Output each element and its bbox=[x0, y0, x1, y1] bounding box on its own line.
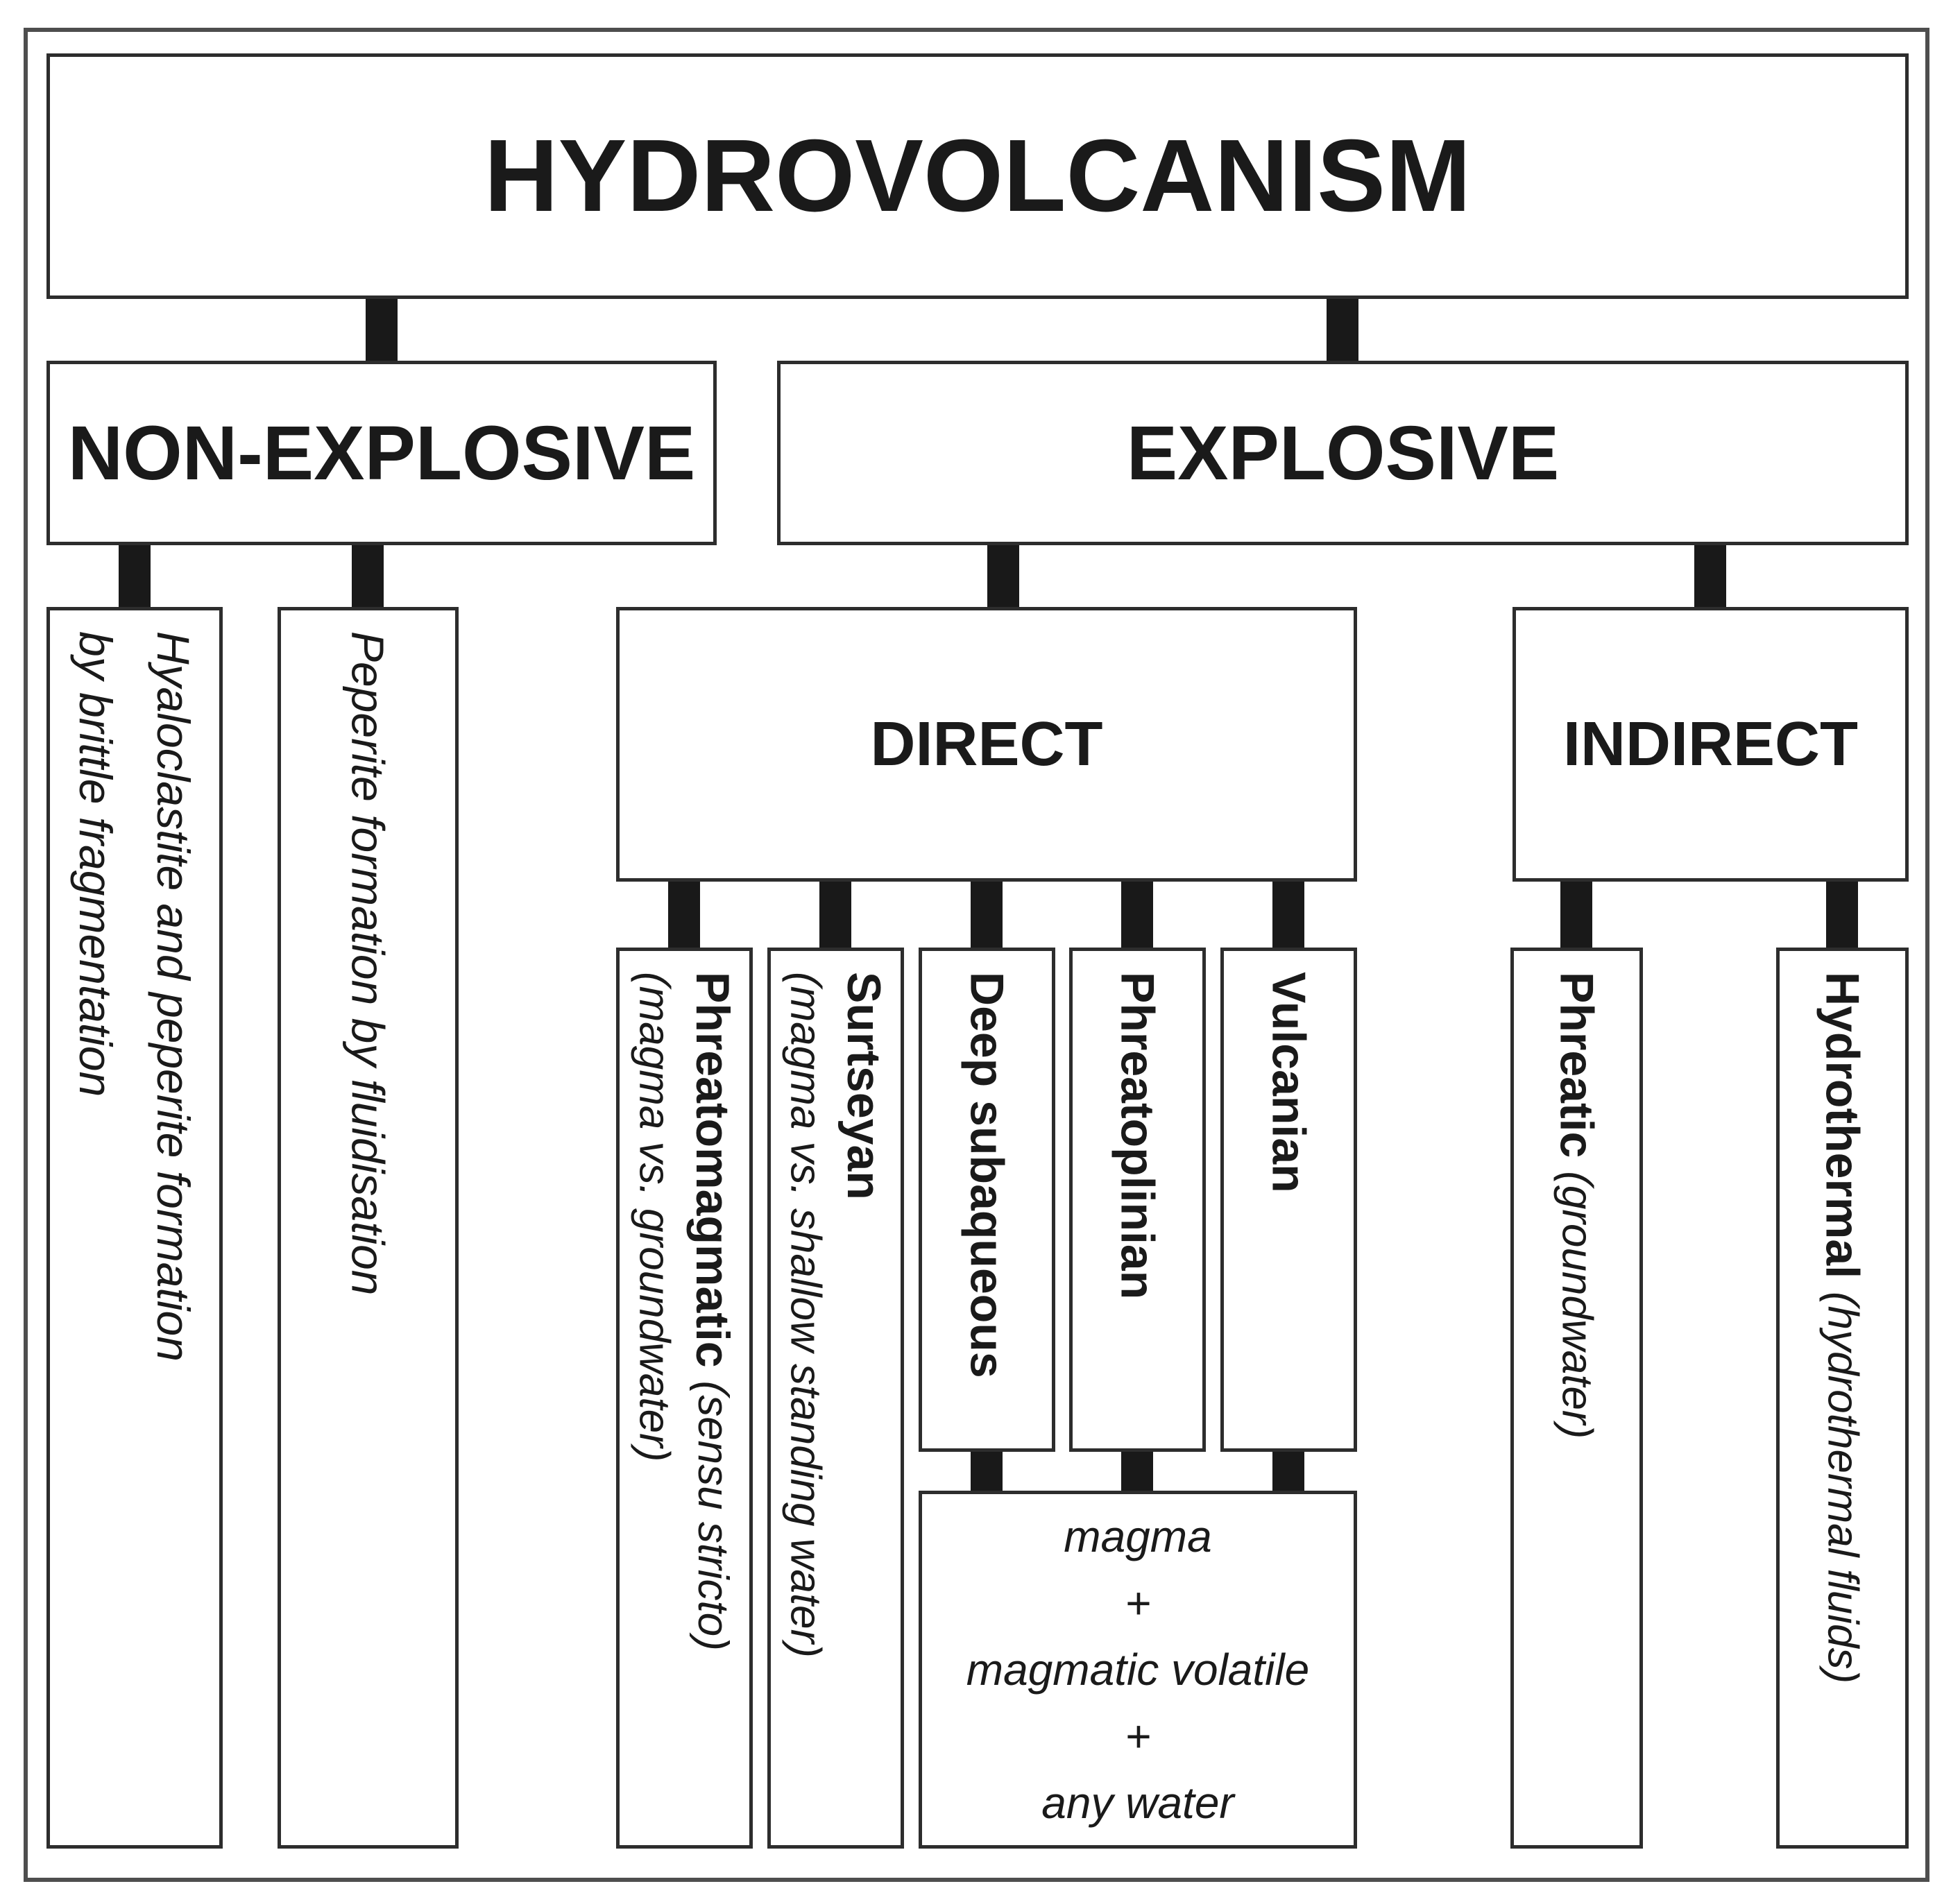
connector-explosive-to-indirect bbox=[1694, 542, 1726, 610]
phreatic-detail: (groundwater) bbox=[1553, 1171, 1601, 1439]
hyaloclastite-text: Hyaloclastite and peperite formation by … bbox=[57, 631, 212, 1362]
non-explosive-box: NON-EXPLOSIVE bbox=[46, 361, 717, 545]
phreatoplinian-box: Phreatoplinian bbox=[1069, 948, 1206, 1452]
phreatic-text: Phreatic (groundwater) bbox=[1546, 972, 1607, 1439]
connector-direct-to-vulcanian bbox=[1272, 878, 1304, 951]
hyaloclastite-line1: Hyaloclastite and peperite formation bbox=[148, 631, 200, 1362]
phreatomagmatic-detail: (magma vs. groundwater) bbox=[630, 972, 679, 1462]
ingredient-magma: magma bbox=[1064, 1511, 1212, 1561]
hydrothermal-term-line: Hydrothermal (hydrothermal fluids) bbox=[1812, 972, 1873, 1683]
direct-label: DIRECT bbox=[870, 709, 1103, 779]
peperite-line1: Peperite formation by fluidisation bbox=[342, 631, 394, 1296]
peperite-text: Peperite formation by fluidisation bbox=[329, 631, 407, 1296]
phreatic-box: Phreatic (groundwater) bbox=[1510, 948, 1643, 1849]
phreatomagmatic-name: Phreatomagmatic bbox=[685, 972, 739, 1368]
vulcanian-box: Vulcanian bbox=[1220, 948, 1357, 1452]
phreatoplinian-name: Phreatoplinian bbox=[1111, 972, 1164, 1300]
indirect-box: INDIRECT bbox=[1512, 607, 1909, 882]
surtseyan-box: Surtseyan (magma vs. shallow standing wa… bbox=[767, 948, 904, 1849]
connector-root-to-explosive bbox=[1327, 295, 1358, 364]
plus-sign-1: + bbox=[1125, 1578, 1151, 1628]
surtseyan-name: Surtseyan bbox=[837, 972, 890, 1200]
connector-direct-to-deep-subaqueous bbox=[971, 878, 1003, 951]
connector-direct-to-surtseyan bbox=[819, 878, 851, 951]
phreatic-term-line: Phreatic (groundwater) bbox=[1546, 972, 1607, 1439]
hydrothermal-name: Hydrothermal bbox=[1816, 972, 1869, 1279]
deep-subaqueous-box: Deep subaqueous bbox=[919, 948, 1055, 1452]
indirect-label: INDIRECT bbox=[1563, 709, 1858, 779]
hydrothermal-text: Hydrothermal (hydrothermal fluids) bbox=[1812, 972, 1873, 1683]
explosive-label: EXPLOSIVE bbox=[1126, 410, 1560, 496]
peperite-box: Peperite formation by fluidisation bbox=[278, 607, 459, 1849]
non-explosive-label: NON-EXPLOSIVE bbox=[67, 410, 696, 496]
phreatomagmatic-qualifier: (sensu stricto) bbox=[688, 1380, 737, 1651]
root-box: HYDROVOLCANISM bbox=[46, 53, 1909, 299]
phreatoplinian-text: Phreatoplinian bbox=[1107, 972, 1168, 1299]
phreatic-name: Phreatic bbox=[1550, 972, 1603, 1158]
connector-explosive-to-direct bbox=[987, 542, 1019, 610]
connector-deep-subaqueous-to-note bbox=[971, 1448, 1003, 1494]
connector-root-to-non-explosive bbox=[366, 295, 398, 364]
phreatomagmatic-term-line: Phreatomagmatic (sensu stricto) bbox=[682, 972, 743, 1651]
connector-indirect-to-phreatic bbox=[1560, 878, 1592, 951]
hyaloclastite-line2: by brittle fragmentation bbox=[70, 631, 121, 1097]
connector-direct-to-phreatoplinian bbox=[1121, 878, 1153, 951]
connector-phreatoplinian-to-note bbox=[1121, 1448, 1153, 1494]
surtseyan-detail: (magma vs. shallow standing water) bbox=[781, 972, 830, 1658]
phreatomagmatic-text: Phreatomagmatic (sensu stricto) (magma v… bbox=[626, 972, 743, 1651]
shared-ingredients-text: magma + magmatic volatile + any water bbox=[966, 1503, 1309, 1836]
deep-subaqueous-name: Deep subaqueous bbox=[960, 972, 1014, 1378]
connector-non-explosive-to-hyaloclastite bbox=[119, 542, 151, 610]
vulcanian-text: Vulcanian bbox=[1258, 972, 1319, 1193]
connector-direct-to-phreatomagmatic bbox=[668, 878, 700, 951]
plus-sign-2: + bbox=[1125, 1711, 1151, 1761]
root-label: HYDROVOLCANISM bbox=[484, 119, 1472, 233]
direct-box: DIRECT bbox=[616, 607, 1357, 882]
surtseyan-text: Surtseyan (magma vs. shallow standing wa… bbox=[777, 972, 894, 1658]
shared-ingredients-box: magma + magmatic volatile + any water bbox=[919, 1491, 1357, 1849]
connector-indirect-to-hydrothermal bbox=[1826, 878, 1858, 951]
hyaloclastite-box: Hyaloclastite and peperite formation by … bbox=[46, 607, 223, 1849]
hydrothermal-detail: (hydrothermal fluids) bbox=[1818, 1292, 1867, 1684]
connector-non-explosive-to-peperite bbox=[352, 542, 384, 610]
ingredient-any-water: any water bbox=[1041, 1778, 1234, 1828]
deep-subaqueous-text: Deep subaqueous bbox=[956, 972, 1017, 1378]
connector-vulcanian-to-note bbox=[1272, 1448, 1304, 1494]
vulcanian-name: Vulcanian bbox=[1262, 972, 1315, 1193]
ingredient-magmatic-volatile: magmatic volatile bbox=[966, 1645, 1310, 1695]
explosive-box: EXPLOSIVE bbox=[777, 361, 1909, 545]
hydrothermal-box: Hydrothermal (hydrothermal fluids) bbox=[1776, 948, 1909, 1849]
phreatomagmatic-box: Phreatomagmatic (sensu stricto) (magma v… bbox=[616, 948, 753, 1849]
